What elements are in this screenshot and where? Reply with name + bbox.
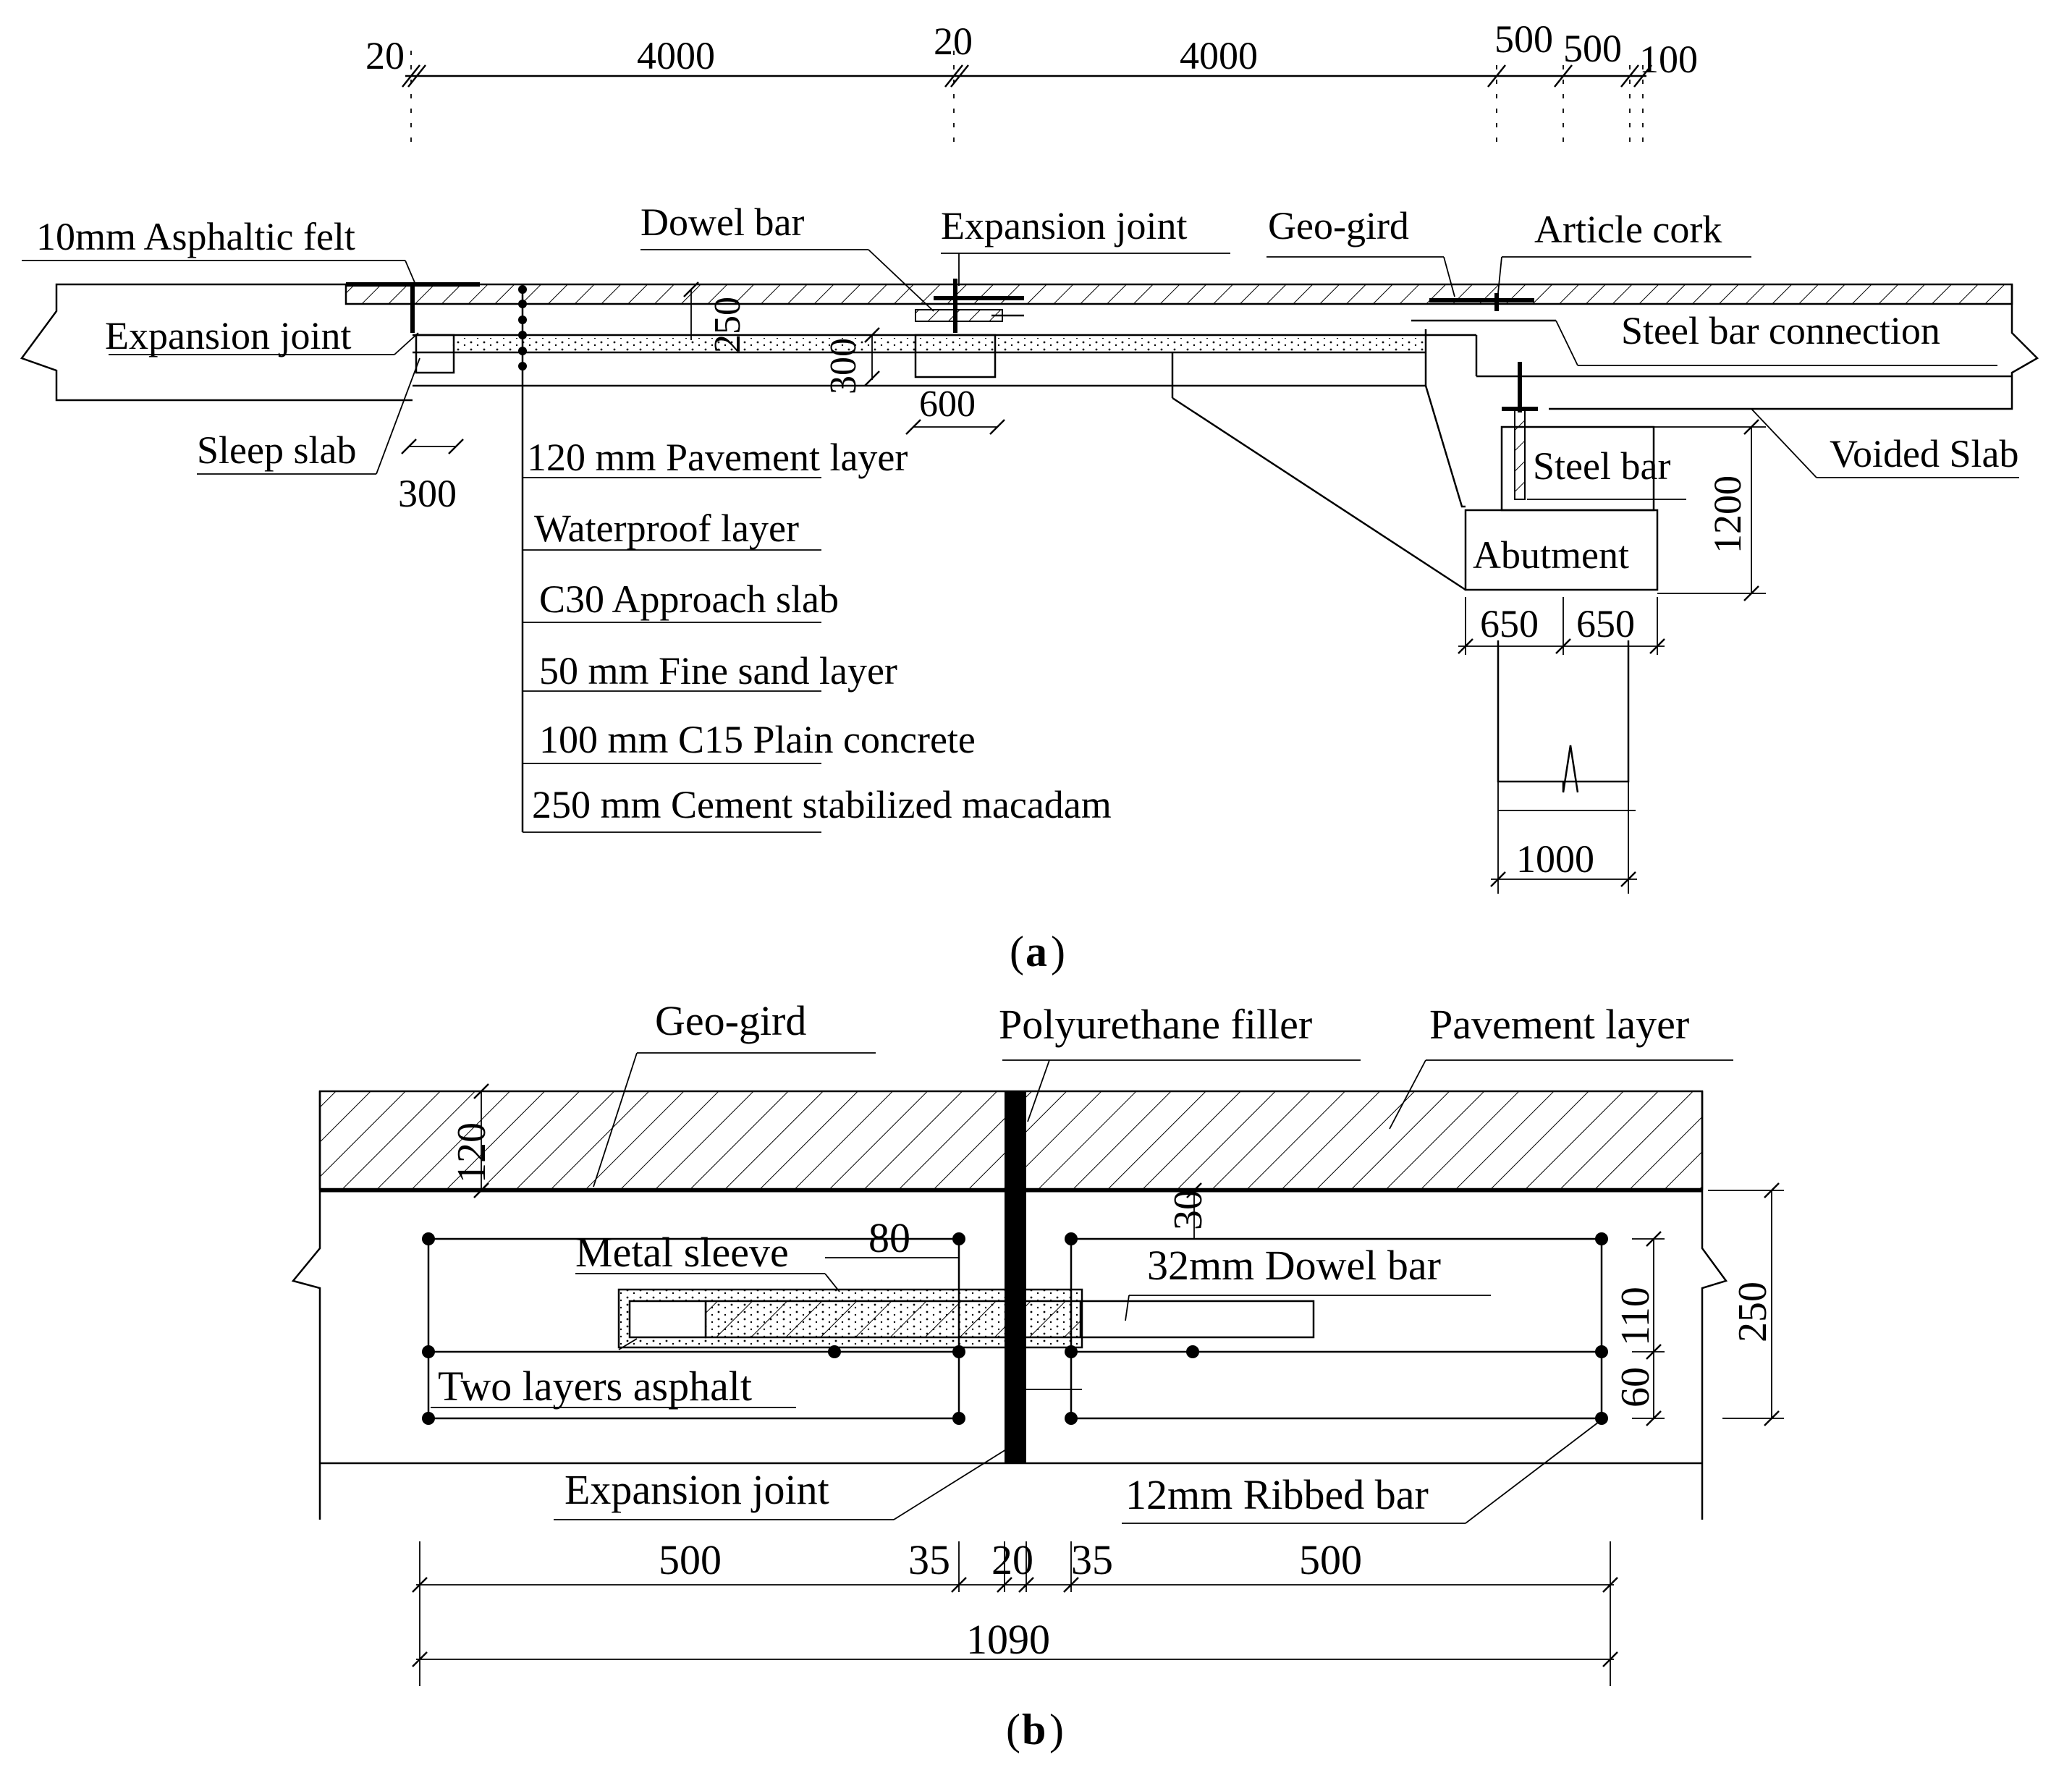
dim-80: 80	[868, 1214, 910, 1261]
layer-macadam: 250 mm Cement stabilized macadam	[532, 783, 1112, 826]
layer-fine-sand: 50 mm Fine sand layer	[539, 649, 897, 693]
label-dowel-bar: Dowel bar	[640, 200, 804, 244]
top-dimension-chain: 20 4000 20 4000 500 500 100	[365, 17, 1698, 148]
top-dim-20a: 20	[365, 34, 405, 77]
dim-bottom-20: 20	[991, 1536, 1033, 1583]
label-dowel-bar-b: 32mm Dowel bar	[1147, 1242, 1441, 1289]
dim-120: 120	[449, 1122, 494, 1183]
dim-1000: 1000	[1516, 837, 1594, 881]
panel-a: 20 4000 20 4000 500 500 100	[20, 17, 2039, 975]
top-dim-500b: 500	[1563, 27, 1622, 70]
dim-600: 600	[919, 384, 976, 425]
caption-b-letter: b	[1022, 1706, 1046, 1753]
caption-b: ( b )	[1006, 1706, 1064, 1753]
svg-text:): )	[1049, 1706, 1064, 1753]
label-geo-gird-a: Geo-gird	[1268, 204, 1409, 247]
callouts-a: 10mm Asphaltic felt Expansion joint Slee…	[22, 200, 2019, 577]
dims-a: 250 300 600 300 1200	[398, 281, 1766, 894]
dim-1200: 1200	[1706, 475, 1749, 554]
top-dim-100: 100	[1639, 38, 1698, 81]
caption-a: ( a )	[1010, 928, 1065, 975]
label-ribbed-bar: 12mm Ribbed bar	[1125, 1471, 1429, 1518]
label-asphaltic-felt: 10mm Asphaltic felt	[36, 215, 355, 258]
top-dim-20b: 20	[934, 20, 973, 63]
dim-60: 60	[1613, 1367, 1658, 1407]
dim-110: 110	[1613, 1287, 1658, 1346]
layer-plain-concrete: 100 mm C15 Plain concrete	[539, 718, 976, 761]
label-voided-slab: Voided Slab	[1830, 432, 2019, 475]
label-expansion-joint-left: Expansion joint	[105, 314, 351, 357]
top-dim-500a: 500	[1494, 17, 1553, 61]
pavement-strip	[344, 283, 2013, 305]
dim-250-b: 250	[1730, 1282, 1775, 1342]
label-expansion-joint-mid: Expansion joint	[941, 204, 1187, 247]
dim-250-a: 250	[707, 297, 748, 353]
dowel-bar-right	[1081, 1300, 1315, 1339]
asphalt-end	[628, 1300, 707, 1339]
road-section	[20, 279, 2039, 832]
fine-sand-layer	[452, 338, 1426, 351]
sleep-slab	[415, 334, 455, 374]
label-metal-sleeve: Metal sleeve	[575, 1229, 789, 1276]
label-expansion-joint-b: Expansion joint	[564, 1466, 829, 1513]
label-pavement-layer-b: Pavement layer	[1429, 1001, 1689, 1048]
label-steel-bar-connection: Steel bar connection	[1621, 309, 1940, 352]
label-abutment: Abutment	[1473, 533, 1629, 577]
dim-650-a: 650	[1480, 602, 1539, 645]
layer-waterproof: Waterproof layer	[534, 507, 799, 550]
dim-bottom-35a: 35	[908, 1536, 950, 1583]
label-polyurethane-filler: Polyurethane filler	[999, 1001, 1312, 1048]
dim-bottom-35b: 35	[1071, 1536, 1113, 1583]
caption-a-letter: a	[1026, 928, 1047, 975]
layer-pavement: 120 mm Pavement layer	[527, 436, 908, 479]
svg-text:): )	[1051, 928, 1065, 975]
dim-650-b: 650	[1576, 602, 1635, 645]
abutment-body	[1464, 509, 1659, 591]
label-article-cork: Article cork	[1534, 208, 1722, 251]
layer-labels: 120 mm Pavement layer Waterproof layer C…	[523, 436, 1112, 833]
label-sleep-slab: Sleep slab	[197, 428, 356, 472]
label-geo-gird-b: Geo-gird	[655, 997, 806, 1044]
dowel-bar-hatched	[704, 1300, 1082, 1339]
dim-total-1090: 1090	[966, 1616, 1050, 1663]
top-dim-4000a: 4000	[637, 34, 715, 77]
polyurethane-filler	[1005, 1091, 1026, 1464]
svg-text:(: (	[1010, 928, 1024, 975]
dim-bottom-500a: 500	[659, 1536, 722, 1583]
panel-b: Geo-gird Polyurethane filler Pavement la…	[291, 997, 1784, 1753]
dowel-block	[914, 334, 997, 378]
layer-approach-slab: C30 Approach slab	[539, 577, 839, 621]
dim-30: 30	[1166, 1190, 1211, 1230]
label-steel-bar: Steel bar	[1533, 444, 1670, 488]
callouts-b: Geo-gird Polyurethane filler Pavement la…	[431, 997, 1733, 1524]
dim-300-v: 300	[823, 338, 864, 394]
dims-b: 120 30 80 110 60 250	[412, 1083, 1784, 1686]
label-two-layers-asphalt: Two layers asphalt	[438, 1363, 752, 1410]
svg-text:(: (	[1006, 1706, 1020, 1753]
top-dim-4000b: 4000	[1180, 34, 1258, 77]
dim-bottom-500b: 500	[1299, 1536, 1362, 1583]
dim-300: 300	[398, 472, 457, 515]
